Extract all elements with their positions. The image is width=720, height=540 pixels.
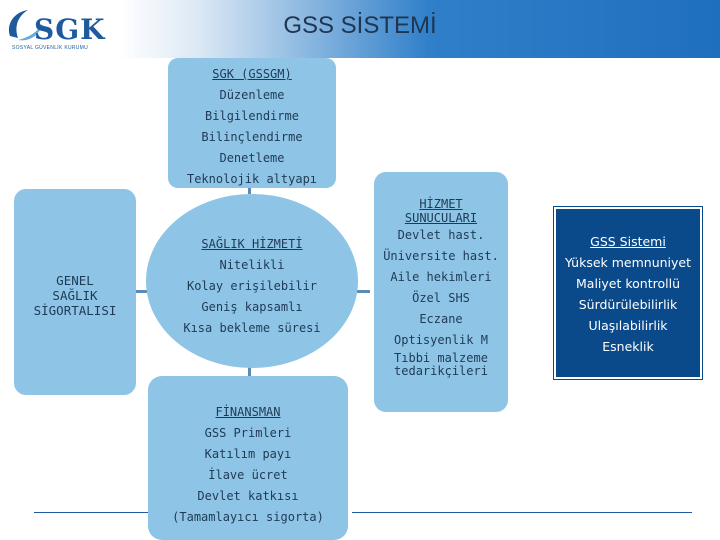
- saglik-hizmeti-line: Kısa bekleme süresi: [183, 321, 321, 335]
- saglik-hizmeti-line: Geniş kapsamlı: [201, 300, 303, 314]
- finansman-line: GSS Primleri: [204, 426, 292, 440]
- gss-sistemi-line: Sürdürülebilirlik: [578, 297, 678, 312]
- sgk-heading: SGK (GSSGM): [212, 67, 292, 81]
- sgk-line: Teknolojik altyapı: [186, 172, 318, 186]
- finansman-heading: FİNANSMAN: [215, 405, 281, 419]
- sgk-box: SGK (GSSGM) Düzenleme Bilgilendirme Bili…: [168, 58, 336, 188]
- sgk-line: Bilinçlendirme: [201, 130, 303, 144]
- gss-sistemi-line: Yüksek memnuniyet: [564, 255, 692, 270]
- sgk-logo: SGK SOSYAL GÜVENLİK KURUMU: [4, 4, 120, 56]
- finansman-box: FİNANSMAN GSS Primleri Katılım payı İlav…: [148, 376, 348, 540]
- hizmet-sunuculari-line: Üniversite hast.: [383, 249, 499, 263]
- saglik-hizmeti-line: Nitelikli: [219, 258, 285, 272]
- saglik-hizmeti-circle: SAĞLIK HİZMETİ Nitelikli Kolay erişilebi…: [146, 194, 358, 368]
- finansman-line: (Tamamlayıcı sigorta): [172, 510, 324, 524]
- bottom-rule-left: [34, 512, 148, 513]
- gss-sistemi-box: GSS Sistemi Yüksek memnuniyet Maliyet ko…: [554, 207, 702, 379]
- hizmet-sunuculari-line: Optisyenlik M: [394, 333, 488, 347]
- hizmet-sunuculari-line: tedarikçileri: [394, 364, 488, 378]
- gss-sistemi-line: Esneklik: [602, 339, 654, 354]
- hizmet-sunuculari-line: Devlet hast.: [397, 228, 485, 242]
- finansman-line: Devlet katkısı: [197, 489, 299, 503]
- saglik-hizmeti-line: Kolay erişilebilir: [186, 279, 318, 293]
- bottom-rule-right: [352, 512, 692, 513]
- finansman-line: İlave ücret: [208, 468, 288, 482]
- hizmet-sunuculari-line: Tıbbi malzeme: [394, 351, 488, 365]
- hizmet-sunuculari-heading: HİZMET: [419, 197, 463, 211]
- gss-sistemi-line: Ulaşılabilirlik: [588, 318, 668, 333]
- hizmet-sunuculari-line: Aile hekimleri: [390, 270, 492, 284]
- hizmet-sunuculari-heading: SUNUCULARI: [404, 211, 478, 225]
- sgk-line: Bilgilendirme: [205, 109, 299, 123]
- logo-subtext: SOSYAL GÜVENLİK KURUMU: [12, 45, 89, 51]
- sgk-line: Düzenleme: [219, 88, 285, 102]
- gss-sistemi-line: Maliyet kontrollü: [576, 276, 680, 291]
- genel-saglik-line: SAĞLIK: [52, 288, 98, 303]
- saglik-hizmeti-heading: SAĞLIK HİZMETİ: [201, 237, 303, 251]
- gss-sistemi-heading: GSS Sistemi: [590, 234, 666, 249]
- connector-health-to-finance: [248, 364, 251, 376]
- genel-saglik-box: GENEL SAĞLIK SİGORTALISI: [14, 189, 136, 395]
- sgk-line: Denetleme: [219, 151, 285, 165]
- hizmet-sunuculari-line: Eczane: [419, 312, 463, 326]
- connector-insured-to-health: [136, 290, 148, 293]
- genel-saglik-line: GENEL: [56, 273, 94, 288]
- hizmet-sunuculari-line: Özel SHS: [412, 291, 470, 305]
- connector-sgk-to-health: [248, 184, 251, 194]
- header-band: [0, 0, 720, 58]
- page-title: GSS SİSTEMİ: [283, 12, 437, 39]
- logo-swoosh-icon: [8, 10, 42, 41]
- connector-health-to-providers: [356, 290, 370, 293]
- logo-text: SGK: [34, 13, 106, 46]
- finansman-line: Katılım payı: [204, 447, 292, 461]
- hizmet-sunuculari-box: HİZMET SUNUCULARI Devlet hast. Üniversit…: [374, 172, 508, 412]
- genel-saglik-line: SİGORTALISI: [33, 303, 117, 318]
